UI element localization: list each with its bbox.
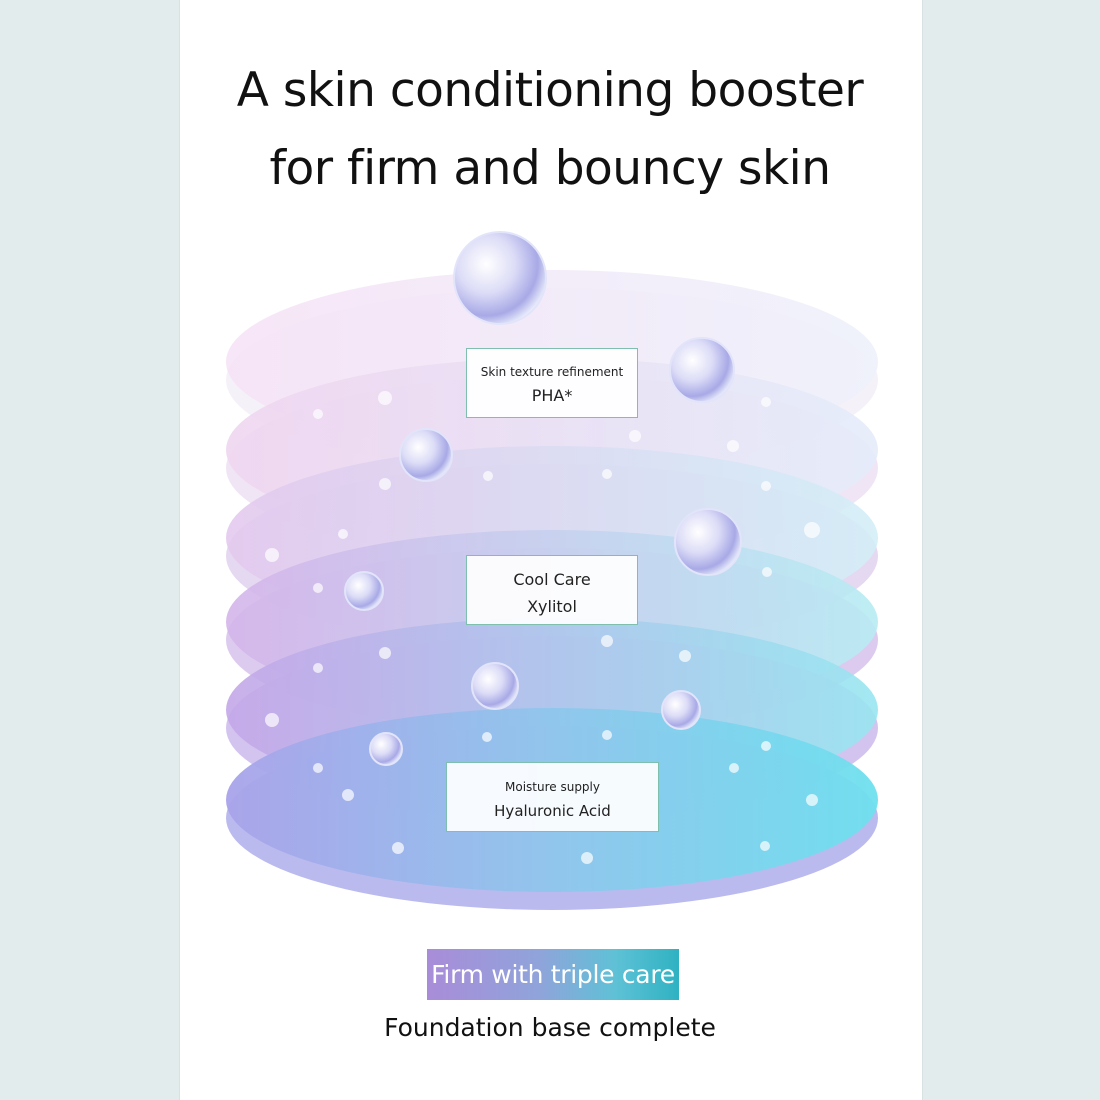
- headline-line-2: for firm and bouncy skin: [269, 141, 831, 196]
- label-pha-title: Skin texture refinement: [480, 365, 624, 379]
- bubble-icons: [344, 231, 742, 766]
- label-pha-ingredient: PHA*: [531, 386, 573, 405]
- sparkle-dots: [265, 391, 820, 864]
- subtitle: Foundation base complete: [384, 1013, 716, 1042]
- label-xylitol: Cool Care Xylitol: [466, 555, 638, 625]
- headline-line-1: A skin conditioning booster: [236, 63, 864, 118]
- label-pha: Skin texture refinement PHA*: [466, 348, 638, 418]
- label-xylitol-ingredient: Xylitol: [527, 597, 577, 616]
- label-xylitol-title: Cool Care: [513, 570, 591, 589]
- label-hyaluronic: Moisture supply Hyaluronic Acid: [446, 762, 659, 832]
- label-hyaluronic-ingredient: Hyaluronic Acid: [494, 802, 611, 820]
- label-hyaluronic-title: Moisture supply: [505, 780, 600, 794]
- headline: A skin conditioning booster for firm and…: [0, 52, 1100, 208]
- banner-firm-triple-care: Firm with triple care: [427, 949, 679, 1000]
